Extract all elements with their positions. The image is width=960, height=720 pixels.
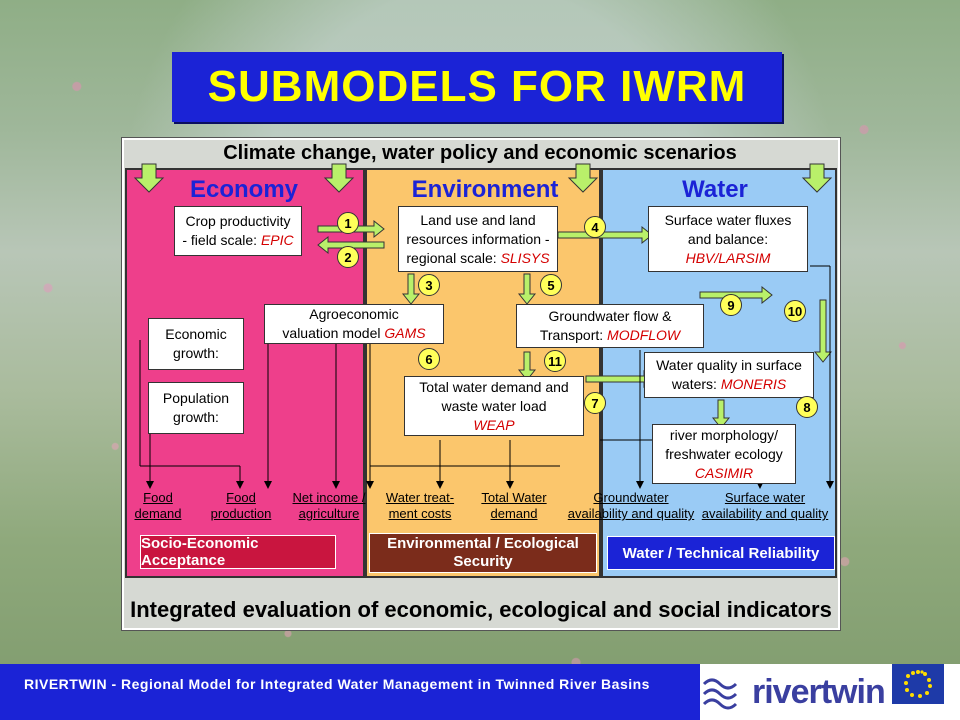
demand-line2: waste water load: [441, 397, 547, 414]
food-demand-line2: demand: [134, 506, 182, 521]
logo-text: rivertwin: [752, 672, 886, 711]
moneris-label: MONERIS: [720, 376, 787, 392]
gw-line2-text: Transport:: [539, 327, 608, 343]
socio-economic-acceptance-bar: Socio-Economic Acceptance: [140, 535, 336, 569]
landuse-line3-text: regional scale:: [406, 249, 501, 266]
environment-title: Environment: [411, 176, 559, 203]
treatment-line1: Water treat-: [385, 490, 455, 505]
crop-line2-text: - field scale:: [182, 232, 261, 248]
crop-productivity-box: Crop productivity - field scale: EPIC: [174, 206, 302, 256]
arrow-4: [557, 225, 653, 245]
slide-title: SUBMODELS FOR IWRM: [172, 52, 782, 122]
scenario-title: Climate change, water policy and economi…: [223, 142, 737, 164]
arrow-2: [317, 235, 385, 255]
hbv-larsim-label: HBV/LARSIM: [685, 249, 771, 266]
crop-line1: Crop productivity: [185, 213, 291, 229]
land-use-box: Land use and land resources information …: [398, 206, 558, 272]
total-demand-line2: demand: [490, 506, 538, 521]
economic-growth-box: Economic growth:: [148, 318, 244, 370]
surface-line2: and balance:: [687, 230, 769, 247]
technical-reliability-bar: Water / Technical Reliability: [607, 536, 835, 570]
arrow-3: [401, 273, 421, 305]
treatment-line2: ment costs: [388, 506, 452, 521]
quality-line2-text: waters:: [671, 376, 721, 392]
surface-line1: Surface water fluxes: [664, 211, 792, 228]
env-bar-line1: Environmental / Ecological: [387, 535, 579, 552]
treatment-costs-label: Water treat- ment costs: [380, 490, 460, 522]
sw-avail-line1: Surface water: [724, 490, 806, 505]
gw-line1: Groundwater flow &: [548, 308, 672, 324]
agroeconomic-box: Agroeconomic valuation model GAMS: [264, 304, 444, 344]
modflow-label: MODFLOW: [607, 327, 681, 343]
pop-growth-line1: Population: [162, 390, 230, 406]
net-income-line1: Net income /: [292, 490, 366, 505]
eu-flag-icon: [892, 664, 944, 704]
sw-avail-line2: availability and quality: [701, 506, 829, 521]
food-production-line1: Food: [226, 490, 256, 505]
scenario-arrow-4: [801, 163, 833, 193]
number-5: 5: [540, 274, 562, 296]
net-income-line2: agriculture: [298, 506, 360, 521]
food-production-line2: production: [210, 506, 272, 521]
scenario-arrow-3: [567, 163, 599, 193]
number-3: 3: [418, 274, 440, 296]
gw-avail-line2: availability and quality: [567, 506, 695, 521]
number-10: 10: [784, 300, 806, 322]
net-income-label: Net income / agriculture: [292, 490, 366, 522]
integrated-evaluation-text: Integrated evaluation of economic, ecolo…: [130, 597, 832, 622]
epic-label: EPIC: [260, 232, 294, 248]
population-growth-box: Population growth:: [148, 382, 244, 434]
env-bar-line2: Security: [453, 553, 513, 570]
wave-icon: [702, 678, 738, 710]
number-4: 4: [584, 216, 606, 238]
crop-line2: - field scale: EPIC: [182, 231, 293, 250]
surface-availability-label: Surface water availability and quality: [700, 490, 830, 522]
arrow-5: [517, 273, 537, 305]
food-demand-label: Food demand: [128, 490, 188, 522]
pop-growth-line2: growth:: [173, 409, 219, 425]
arrow-11: [517, 351, 537, 381]
groundwater-box: Groundwater flow & Transport: MODFLOW: [516, 304, 704, 348]
food-production-label: Food production: [206, 490, 276, 522]
arrow-8: [711, 399, 731, 429]
number-8: 8: [796, 396, 818, 418]
number-11: 11: [544, 350, 566, 372]
footer-text: RIVERTWIN - Regional Model for Integrate…: [24, 676, 650, 692]
total-demand-line1: Total Water: [481, 490, 547, 505]
econ-growth-line1: Economic: [165, 326, 227, 342]
arrow-10: [813, 299, 833, 363]
river-morphology-box: river morphology/ freshwater ecology CAS…: [652, 424, 796, 484]
quality-line1: Water quality in surface: [656, 357, 802, 373]
demand-line1: Total water demand and: [419, 378, 569, 395]
gams-label: GAMS: [384, 325, 426, 341]
environmental-security-bar: Environmental / Ecological Security: [369, 533, 597, 573]
gw-avail-line1: Groundwater: [593, 490, 669, 505]
scenario-arrow-2: [323, 163, 355, 193]
total-demand-label: Total Water demand: [476, 490, 552, 522]
landuse-line1: Land use and land: [420, 211, 536, 228]
food-demand-line1: Food: [143, 490, 173, 505]
number-1: 1: [337, 212, 359, 234]
number-2: 2: [337, 246, 359, 268]
slisys-label: SLISYS: [500, 249, 550, 266]
water-demand-box: Total water demand and waste water load …: [404, 376, 584, 436]
weap-label: WEAP: [473, 416, 515, 433]
landuse-line2: resources information -: [406, 230, 550, 247]
groundwater-availability-label: Groundwater availability and quality: [566, 490, 696, 522]
water-quality-box: Water quality in surface waters: MONERIS: [644, 352, 814, 398]
number-9: 9: [720, 294, 742, 316]
river-line2: freshwater ecology: [665, 445, 783, 462]
agro-line1: Agroeconomic: [309, 306, 399, 322]
number-7: 7: [584, 392, 606, 414]
river-line1: river morphology/: [669, 426, 779, 443]
scenario-arrow-1: [133, 163, 165, 193]
econ-growth-line2: growth:: [173, 345, 219, 361]
agro-line2-text: valuation model: [282, 325, 385, 341]
number-6: 6: [418, 348, 440, 370]
casimir-label: CASIMIR: [694, 464, 754, 481]
economy-title: Economy: [189, 176, 299, 203]
surface-water-box: Surface water fluxes and balance: HBV/LA…: [648, 206, 808, 272]
